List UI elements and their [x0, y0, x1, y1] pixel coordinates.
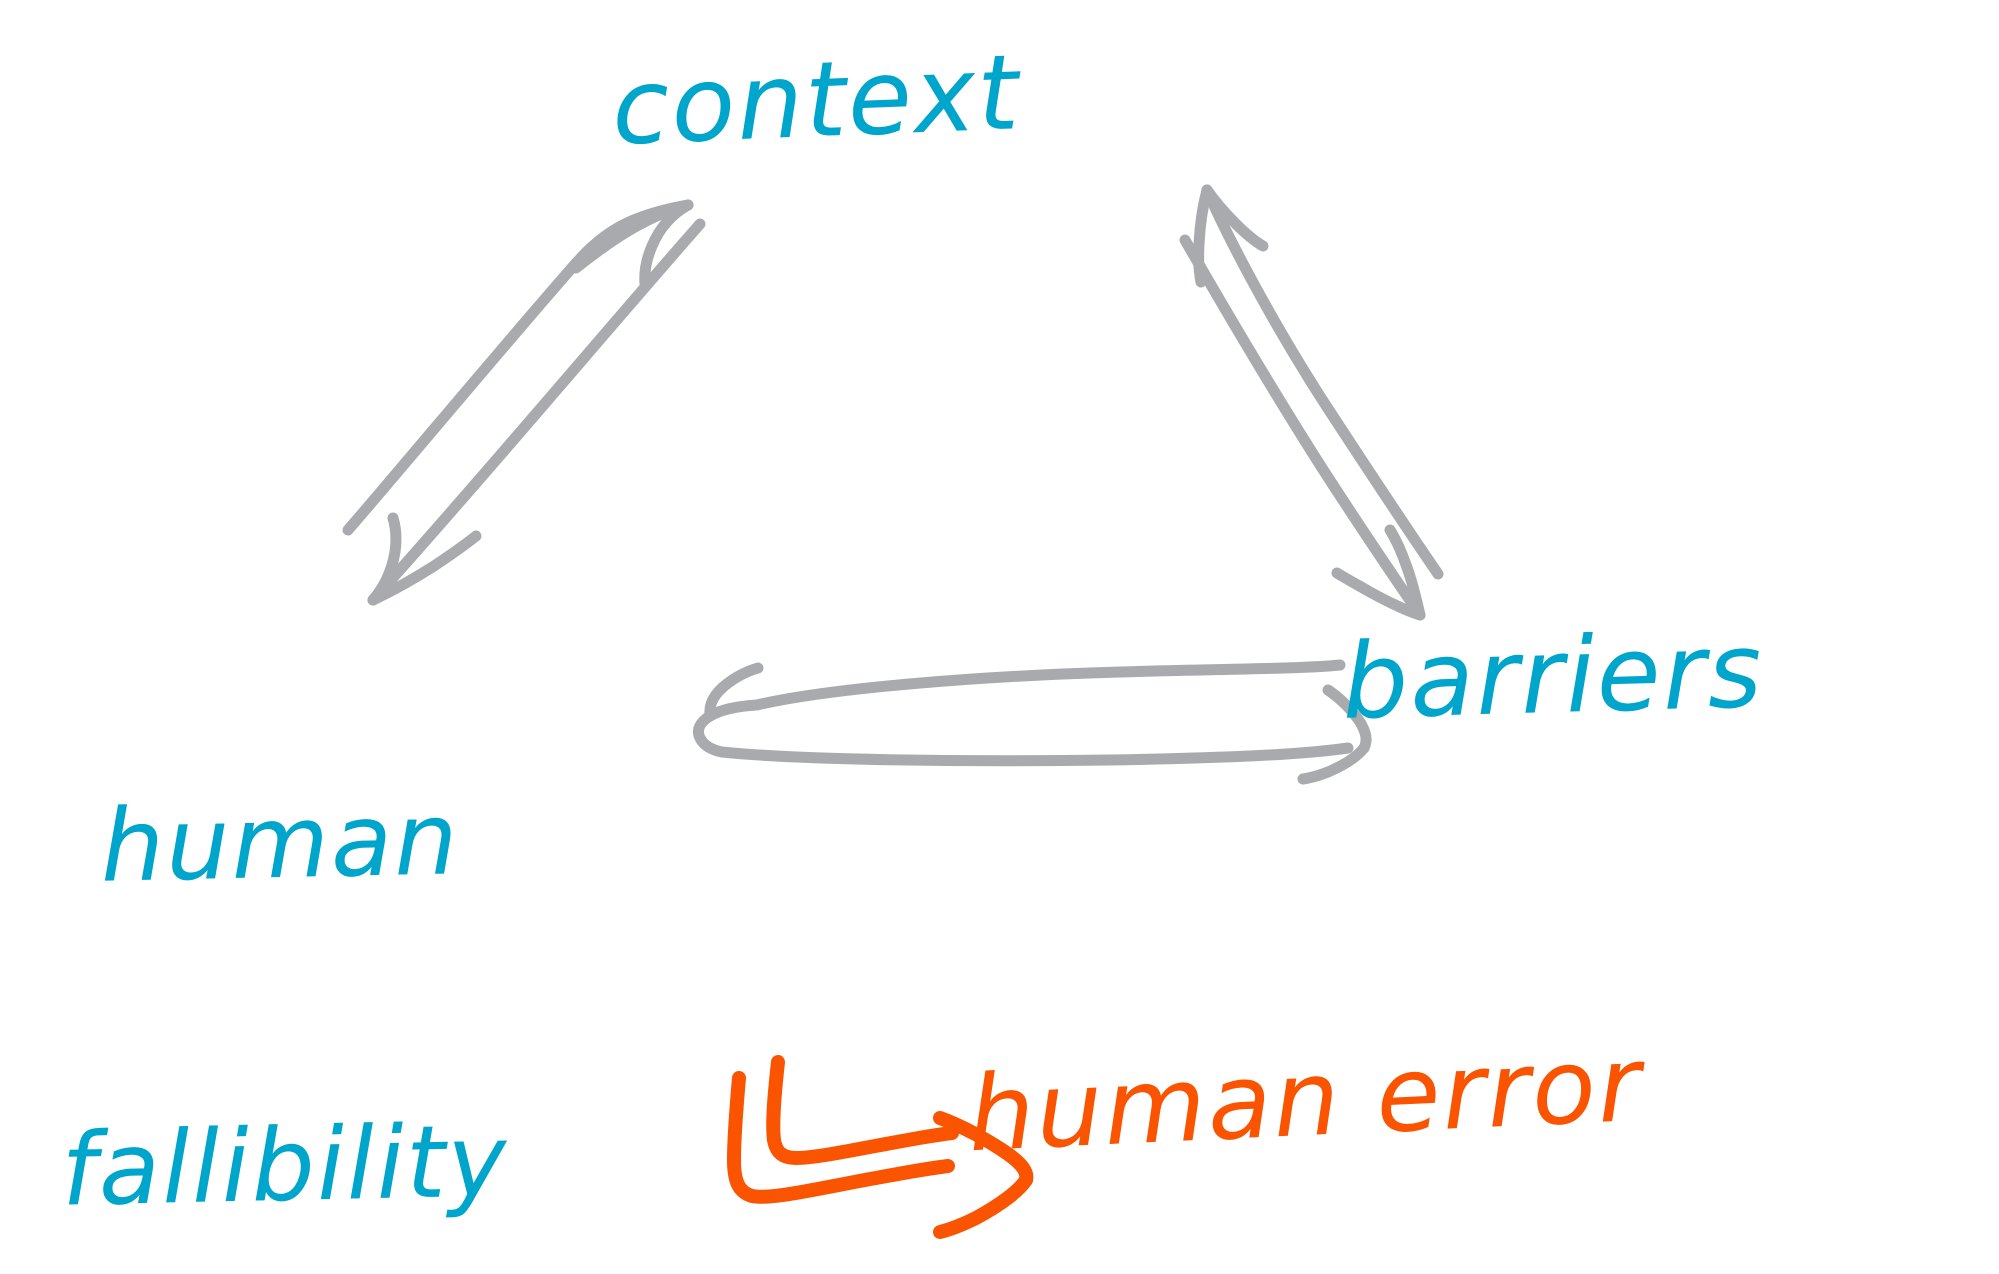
edge-fallibility-barriers — [692, 659, 1372, 785]
edge-arrowhead-right-2 — [1297, 742, 1370, 785]
node-label-human-fallibility-line2: fallibility — [60, 1102, 510, 1229]
elbow-arrowhead-lower — [933, 1173, 1033, 1239]
edge-stroke-right — [1179, 234, 1426, 621]
edge-arrowhead-right — [1322, 684, 1372, 754]
edge-arrowhead-bottom — [367, 512, 402, 606]
edge-context-barriers — [1179, 184, 1444, 621]
edge-arrowhead-left — [692, 699, 763, 758]
node-label-human-fallibility: human fallibility — [49, 575, 514, 1274]
node-label-barriers: barriers — [1340, 609, 1766, 743]
elbow-arrowhead-upper — [933, 1111, 1034, 1187]
edge-arrowhead-up-2 — [1201, 184, 1269, 252]
edge-stroke-left — [1201, 184, 1444, 580]
edge-arrowhead-bottom-2 — [367, 530, 482, 606]
edge-arrowhead-top-2 — [570, 199, 694, 274]
edge-stroke-upper — [342, 199, 694, 536]
outcome-elbow-arrow — [727, 1055, 1034, 1239]
edge-arrowhead-down-2 — [1331, 567, 1426, 621]
edge-arrowhead-left-2 — [704, 662, 764, 722]
edge-context-fallibility — [342, 199, 706, 606]
elbow-stroke-outer — [727, 1071, 955, 1204]
node-label-context: context — [609, 31, 1023, 169]
elbow-stroke-inner — [766, 1055, 959, 1165]
edge-stroke-bottom — [716, 742, 1354, 767]
edge-stroke-top — [751, 659, 1346, 711]
node-label-human-fallibility-line1: human — [99, 780, 461, 905]
edge-stroke-lower — [367, 218, 706, 606]
edge-arrowhead-down — [1384, 524, 1426, 621]
